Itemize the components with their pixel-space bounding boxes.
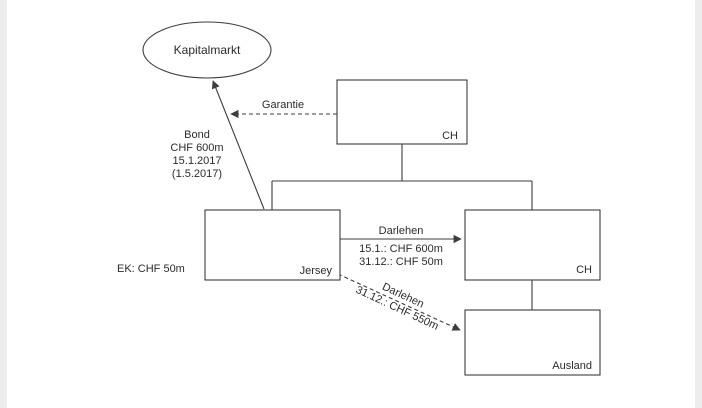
node-ausland-label: Ausland xyxy=(552,360,592,372)
darlehen-ausland-arrow xyxy=(337,273,461,331)
darlehen-ausland-annotation: Darlehen 31.12.: CHF 550m xyxy=(354,281,441,333)
node-jersey-label: Jersey xyxy=(300,265,333,277)
node-kapitalmarkt-label: Kapitalmarkt xyxy=(174,43,241,57)
node-ch-top: CH xyxy=(336,79,468,145)
bond-arrow xyxy=(211,80,265,210)
bond-line-3: 15.1.2017 xyxy=(173,155,222,167)
node-ch-mid: CH xyxy=(464,209,601,281)
node-jersey: Jersey xyxy=(204,209,341,281)
darlehen-ch-line-1: Darlehen xyxy=(379,225,424,237)
kapitalmarkt-ellipse xyxy=(142,21,272,79)
node-kapitalmarkt: Kapitalmarkt xyxy=(142,21,272,79)
bond-line-4: (1.5.2017) xyxy=(172,168,222,180)
bond-line-1: Bond xyxy=(184,129,210,141)
ch-mid-box xyxy=(464,209,601,281)
node-ch-top-label: CH xyxy=(442,130,458,142)
ausland-box xyxy=(464,309,601,376)
node-ch-mid-label: CH xyxy=(576,264,592,276)
garantie-label: Garantie xyxy=(262,99,304,111)
ek-label: EK: CHF 50m xyxy=(117,263,185,275)
node-ausland: Ausland xyxy=(464,309,601,376)
darlehen-ch-line-2: 15.1.: CHF 600m xyxy=(359,243,443,255)
ch-top-box xyxy=(336,79,468,145)
ownership-connector-lines xyxy=(271,144,533,310)
darlehen-ch-line-3: 31.12.: CHF 50m xyxy=(359,256,443,268)
left-margin-strip xyxy=(0,0,7,408)
bond-line-2: CHF 600m xyxy=(170,142,223,154)
jersey-box xyxy=(204,209,341,281)
darlehen-ch-annotation: Darlehen 15.1.: CHF 600m 31.12.: CHF 50m xyxy=(359,225,443,268)
bond-annotation: Bond CHF 600m 15.1.2017 (1.5.2017) xyxy=(170,129,223,180)
right-margin-strip xyxy=(695,0,702,408)
